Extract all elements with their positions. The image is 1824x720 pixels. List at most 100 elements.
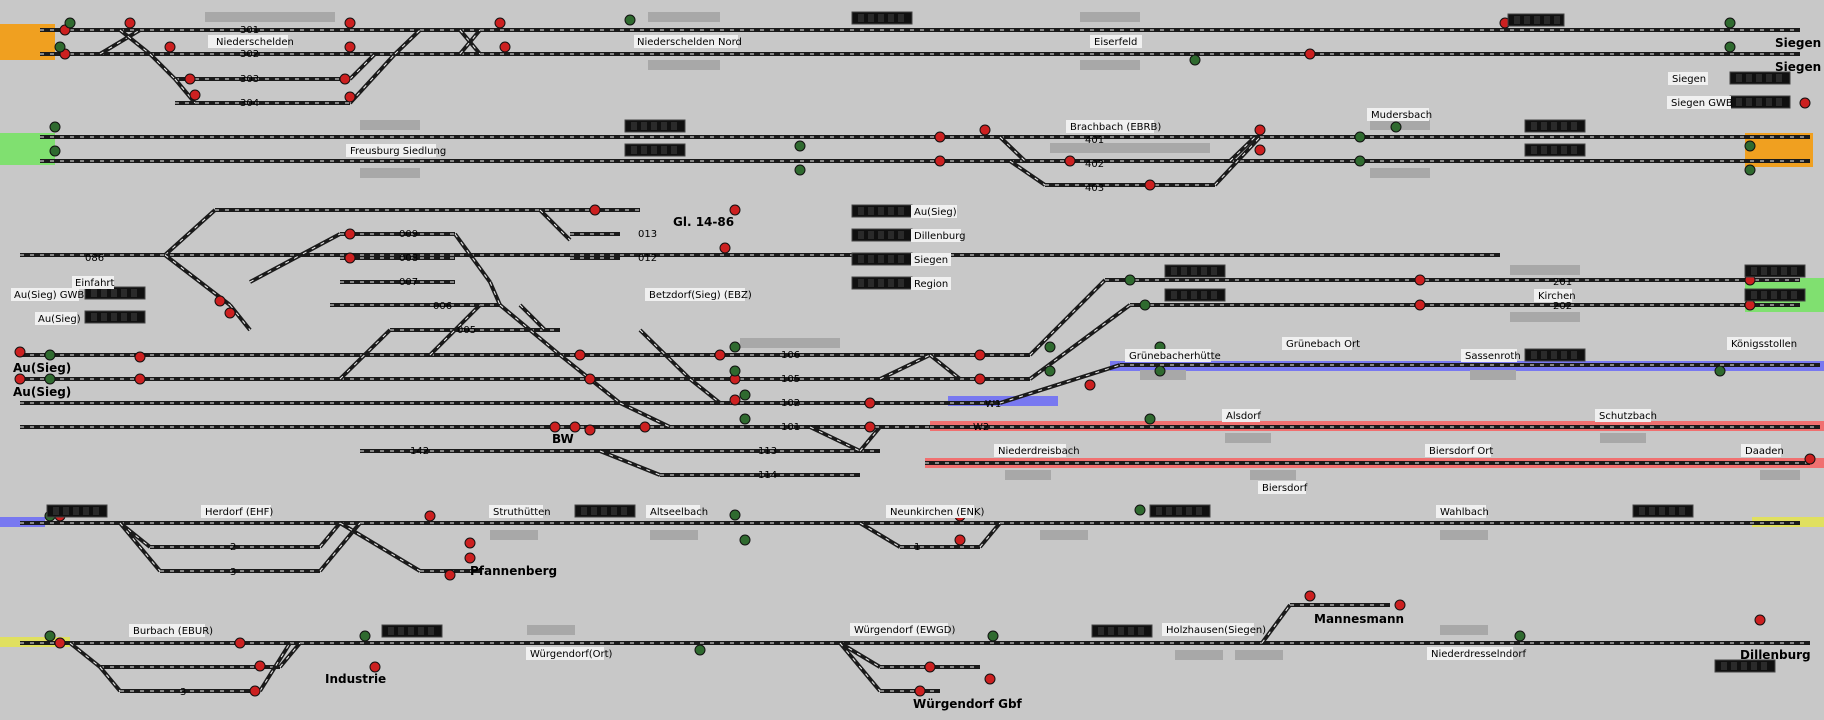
station-label-niederdresselndorf: Niederdresselndorf [1431,649,1527,660]
signal-lamp [1189,54,1201,66]
display-segment [1756,74,1762,82]
signal-lamp [444,569,456,581]
track-segment [499,304,561,356]
display-segment [1791,267,1797,275]
display-segment [131,313,137,321]
station-label-siegen-gwb: Siegen GWB [1671,98,1733,109]
display-segment [1524,16,1530,24]
track-segment [489,281,501,306]
zone-bars [0,24,1824,647]
signal-lamp [1414,274,1426,286]
signal-lamp [974,349,986,361]
display-segment [1791,291,1797,299]
platform [1225,433,1271,443]
display-segment [621,507,627,515]
display-segment [1721,662,1727,670]
track-segment [69,642,101,668]
display-segment [878,255,884,263]
display-segment [611,507,617,515]
signal-lamp [499,41,511,53]
display-segment [1201,267,1207,275]
track-segment [689,378,721,404]
station-label-siegen-small: Siegen [1672,74,1706,85]
labels: Niederschelden Niederschelden Nord Eiser… [11,25,1821,711]
display-segment [101,289,107,297]
display-segment [1776,98,1782,106]
station-label-wuergendorf-ort: Würgendorf(Ort) [530,649,613,660]
track-segment [599,450,661,476]
display-segment [1751,267,1757,275]
station-label-gl-14-86: Gl. 14-86 [673,215,734,229]
display-segment [121,313,127,321]
track-segment [458,28,482,56]
display-segment [53,507,59,515]
display-segment [888,231,894,239]
track-segment [858,425,882,453]
track-segment [164,254,231,306]
display-segment [418,627,424,635]
signal-lamp [49,121,61,133]
track-number-401: 401 [1085,135,1104,146]
display-segment [601,507,607,515]
display-segment [888,279,894,287]
display-segment [1181,267,1187,275]
track-segment [339,329,391,380]
signal-lamp [729,365,741,377]
display-segment [1551,146,1557,154]
signal-lamp [134,351,146,363]
signal-lamp [49,145,61,157]
platform [1250,470,1296,480]
signal-lamp [584,424,596,436]
display-segment [1551,351,1557,359]
track-number-burbach-3: 3 [180,687,186,698]
display-segment [1191,267,1197,275]
track-segment [639,329,691,380]
display-segment [1746,74,1752,82]
signal-lamp [464,537,476,549]
track-number-102: 102 [781,398,800,409]
track-number-402: 402 [1085,159,1104,170]
display-segment [651,122,657,130]
display-segment [1561,122,1567,130]
display-segment [111,289,117,297]
platform [1235,650,1283,660]
signal-lamp [987,630,999,642]
station-label-daaden: Daaden [1745,446,1784,457]
platform [360,168,420,178]
station-label-sassenroth: Sassenroth [1465,351,1521,362]
track-number-303: 303 [240,74,259,85]
platform [1370,168,1430,178]
signal-lamp [1354,131,1366,143]
display-label-region: Region [914,279,948,290]
display-segment [858,231,864,239]
signal-lamp [224,307,236,319]
signal-lamp [794,140,806,152]
display-segment [1181,291,1187,299]
track-segment [518,303,547,332]
display-segment [671,146,677,154]
signal-lamp [1744,164,1756,176]
track-segment [809,425,861,453]
track-segment [559,354,621,404]
display-segment [878,207,884,215]
display-segment [878,231,884,239]
station-label-holzhausen: Holzhausen(Siegen) [1166,625,1266,636]
station-label-biersdorf-ort: Biersdorf Ort [1429,446,1493,457]
display-segment [1659,507,1665,515]
display-segment [111,313,117,321]
track-segment [119,29,151,55]
track-segment [453,232,492,284]
signal-lamp [549,421,561,433]
display-segment [1561,351,1567,359]
display-segment [1171,291,1177,299]
track-number-086: 086 [85,253,104,264]
display-segment [1761,662,1767,670]
display-segment [1186,507,1192,515]
display-segment [898,279,904,287]
display-segment [641,146,647,154]
display-segment [898,255,904,263]
station-label-eiserfeld: Eiserfeld [1094,37,1137,48]
track-number-106: 106 [781,350,800,361]
signal-lamp [974,373,986,385]
